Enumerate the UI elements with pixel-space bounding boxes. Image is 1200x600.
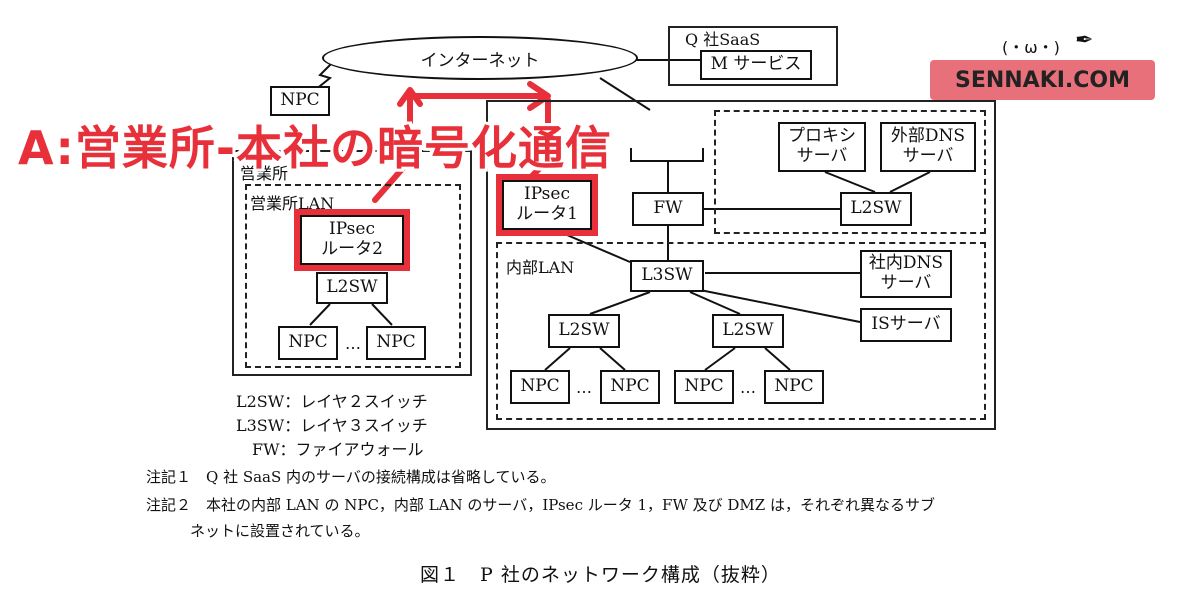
- ellipsis-branch: …: [345, 334, 361, 353]
- npc-branch-1: NPC: [278, 326, 338, 360]
- saas-frame: [668, 26, 838, 86]
- note-2-continued: ネットに設置されている。: [190, 522, 370, 540]
- legend-item: L3SW：レイヤ３スイッチ: [236, 416, 428, 435]
- ellipsis-internal-left: …: [576, 378, 592, 397]
- is-server: ISサーバ: [860, 308, 952, 342]
- npc-remote-label: NPC: [280, 90, 320, 111]
- fw-label: FW: [653, 198, 683, 219]
- npc-internal-l1: NPC: [510, 370, 570, 404]
- figure-caption: 図１ P 社のネットワーク構成（抜粋）: [420, 564, 781, 586]
- internal-lan-label: 内部LAN: [506, 258, 575, 277]
- npc-internal-l2-label: NPC: [610, 376, 650, 397]
- npc-internal-r2-label: NPC: [774, 376, 814, 397]
- fw-box: FW: [632, 192, 704, 226]
- external-dns-server-label: 外部DNS サーバ: [890, 126, 966, 166]
- ipsec-router-2: IPsec ルータ2: [300, 215, 404, 265]
- l2sw-branch: L2SW: [316, 272, 388, 304]
- is-server-label: ISサーバ: [871, 314, 941, 335]
- l2sw-internal-left-label: L2SW: [558, 320, 610, 341]
- branch-lan-label: 営業所LAN: [250, 194, 335, 213]
- note-1: 注記１ Q 社 SaaS 内のサーバの接続構成は省略している。: [146, 468, 556, 486]
- internet-label: インターネット: [420, 50, 540, 71]
- l2sw-internal-right: L2SW: [712, 314, 784, 348]
- legend-item: FW：ファイアウォール: [252, 440, 424, 459]
- internet-cloud: インターネット: [322, 36, 638, 80]
- branch-lan-frame: [245, 184, 461, 368]
- ellipsis-internal-right: …: [740, 378, 756, 397]
- internal-lan-frame: [496, 242, 986, 420]
- l2sw-internal-right-label: L2SW: [722, 320, 774, 341]
- legend-item: L2SW：レイヤ２スイッチ: [236, 392, 428, 411]
- npc-internal-l1-label: NPC: [520, 376, 560, 397]
- external-dns-server: 外部DNS サーバ: [880, 122, 976, 172]
- highlight-ipsec-router-2: [294, 209, 410, 271]
- dmz-frame: [714, 110, 986, 234]
- l3sw-box: L3SW: [630, 260, 704, 292]
- router-top-box: [630, 148, 704, 162]
- l2sw-dmz: L2SW: [840, 192, 912, 226]
- proxy-server-label: プロキシ サーバ: [788, 126, 856, 166]
- proxy-server: プロキシ サーバ: [778, 122, 866, 172]
- l2sw-dmz-label: L2SW: [850, 198, 902, 219]
- npc-internal-r1-label: NPC: [684, 376, 724, 397]
- branch-office-label: 営業所: [240, 164, 289, 183]
- saas-label: Q 社SaaS: [685, 30, 761, 49]
- l2sw-internal-left: L2SW: [548, 314, 620, 348]
- brand-logo: SENNAKI.COM: [930, 60, 1155, 100]
- npc-internal-r2: NPC: [764, 370, 824, 404]
- internal-dns-server: 社内DNS サーバ: [860, 250, 952, 298]
- branch-office-frame: [232, 150, 472, 376]
- ipsec-router-1-label: IPsec ルータ1: [516, 184, 578, 224]
- ipsec-router-2-label: IPsec ルータ2: [321, 219, 383, 259]
- overlay-title: A:営業所-本社の暗号化通信: [18, 121, 612, 175]
- npc-internal-l2: NPC: [600, 370, 660, 404]
- l3sw-label: L3SW: [641, 265, 693, 286]
- note-2: 注記２ 本社の内部 LAN の NPC，内部 LAN のサーバ，IPsec ルー…: [146, 496, 935, 514]
- npc-internal-r1: NPC: [674, 370, 734, 404]
- m-service-box: M サービス: [700, 50, 812, 80]
- brand-face: (・ω・): [1002, 38, 1060, 57]
- npc-branch-2-label: NPC: [376, 332, 416, 353]
- internal-dns-server-label: 社内DNS サーバ: [868, 253, 944, 293]
- npc-remote-box: NPC: [270, 86, 330, 116]
- highlight-ipsec-router-1: [496, 174, 598, 236]
- m-service-label: M サービス: [710, 54, 802, 75]
- npc-branch-2: NPC: [366, 326, 426, 360]
- head-office-frame: [486, 100, 996, 430]
- npc-branch-1-label: NPC: [288, 332, 328, 353]
- l2sw-branch-label: L2SW: [326, 277, 378, 298]
- ipsec-router-1: IPsec ルータ1: [502, 180, 592, 230]
- pen-icon: ✒: [1075, 28, 1094, 53]
